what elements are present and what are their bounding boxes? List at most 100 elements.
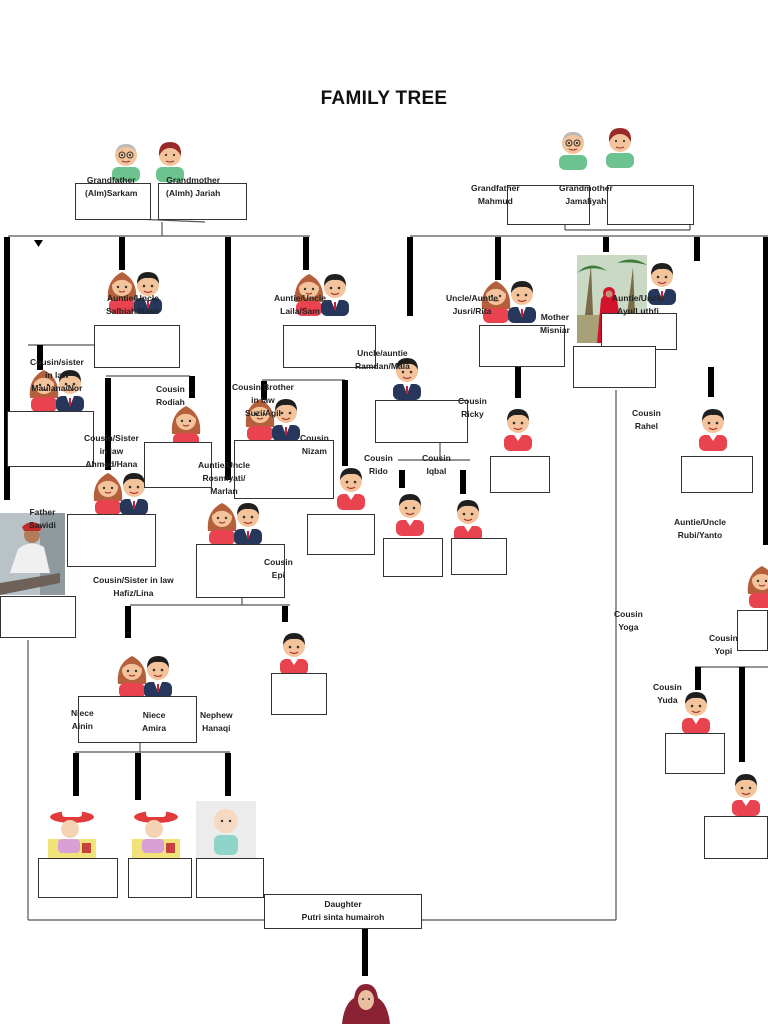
amira-picture — [128, 803, 184, 866]
box-father-sawidi — [0, 596, 76, 638]
label-line: Misniar — [540, 325, 570, 335]
label-line: Ahmed/Hana — [85, 459, 138, 469]
label-line: Uncle/auntie — [357, 348, 408, 358]
label-line: Yoga — [618, 622, 639, 632]
box-rosmiyati-marlan — [196, 544, 285, 598]
rido-avatar — [392, 488, 428, 541]
label-line: Cousin/Sister — [84, 433, 139, 443]
label-line: Daughter — [324, 899, 362, 909]
box-ayu-luthfi — [601, 313, 677, 350]
grandmother-jamaliyah-avatar — [602, 122, 638, 173]
label-line: Cousin/sister — [30, 357, 84, 367]
box-nizam — [307, 514, 375, 555]
label-line: Uncle/Auntie — [446, 293, 498, 303]
label-line: Cousin — [264, 557, 293, 567]
label-line: Ainin — [71, 721, 93, 731]
box-epi — [271, 673, 327, 715]
box-laila-sam — [283, 325, 376, 368]
box-yuda — [665, 733, 725, 774]
ahmed-hana-avatar — [90, 467, 154, 515]
label-line: Yopi — [714, 646, 733, 656]
box-amira — [128, 858, 192, 898]
label-grandmother-jariah: Grandmother(Almh) Jariah — [166, 174, 220, 200]
label-line: Nephew — [200, 710, 233, 720]
box-salbiah-nasir — [94, 325, 180, 368]
label-line: Suzi/Agil — [244, 408, 281, 418]
box-grandfather-sarkam — [75, 183, 151, 220]
box-daughter — [264, 894, 422, 929]
box-grandmother-jamaliyah — [607, 185, 694, 225]
box-yoga — [704, 816, 768, 859]
label-line: Salbiah/Nasir — [106, 306, 160, 316]
nizam-avatar — [333, 462, 369, 515]
father-photo — [0, 513, 65, 595]
label-line: Ricky — [461, 409, 484, 419]
label-line: Amira — [142, 723, 167, 733]
box-ahmed-hana — [67, 514, 156, 567]
label-line: in law — [45, 370, 69, 380]
label-line: Maulana/Nor — [31, 383, 83, 393]
label-line: Cousin — [156, 384, 185, 394]
label-line: Laila/Sam — [280, 306, 320, 316]
label-line: Mother — [540, 312, 570, 322]
suzi-agil-avatar — [242, 393, 306, 441]
label-line: Grandmother — [559, 183, 613, 193]
rubi-avatar — [744, 560, 768, 613]
salbiah-nasir-avatar — [104, 266, 168, 314]
grandmother-jariah-avatar — [152, 136, 188, 187]
label-line: Cousin — [614, 609, 643, 619]
label-line: Grandfather — [86, 175, 136, 185]
box-ainin — [38, 858, 118, 898]
luthfi-avatar — [644, 257, 680, 310]
label-line: Hanaqi — [202, 723, 231, 733]
maulana-nor-avatar — [26, 364, 90, 412]
label-line: Grandfather — [471, 183, 520, 193]
label-line: Cousin — [458, 396, 487, 406]
hanaqi-picture — [196, 801, 256, 864]
box-rido — [383, 538, 443, 577]
ramdan-avatar — [389, 352, 425, 405]
label-line: Auntie/Uncle — [612, 293, 664, 303]
jusri-rita-avatar — [478, 275, 542, 323]
box-jusri-rita — [479, 325, 565, 367]
label-line: Auntie/Uncle — [674, 517, 726, 527]
box-grandfather-mahmud — [507, 185, 590, 225]
label-line: Niece — [71, 708, 94, 718]
box-rodiah — [144, 442, 212, 488]
label-line: Jamaliyah — [565, 196, 607, 206]
box-ainin-amira — [78, 696, 197, 743]
grandfather-mahmud-avatar — [555, 124, 591, 175]
label-line: Rubi/Yanto — [677, 530, 723, 540]
label-line: Hafiz/Lina — [113, 588, 154, 598]
label-line: Rahel — [634, 421, 658, 431]
label-line: Ayu/Luthfi — [617, 306, 659, 316]
grandfather-sarkam-avatar — [108, 136, 144, 187]
label-line: Auntie/Uncle — [198, 460, 250, 470]
box-ricky — [490, 456, 550, 493]
label-line: Auntie/Uncle — [106, 293, 159, 303]
box-rahel — [681, 456, 753, 493]
label-line: Cousin — [300, 433, 329, 443]
label-line: Yuda — [657, 695, 678, 705]
label-line: (Alm)Sarkam — [85, 188, 138, 198]
label-line: in law — [251, 395, 275, 405]
hafiz-lina-avatar — [114, 650, 178, 698]
